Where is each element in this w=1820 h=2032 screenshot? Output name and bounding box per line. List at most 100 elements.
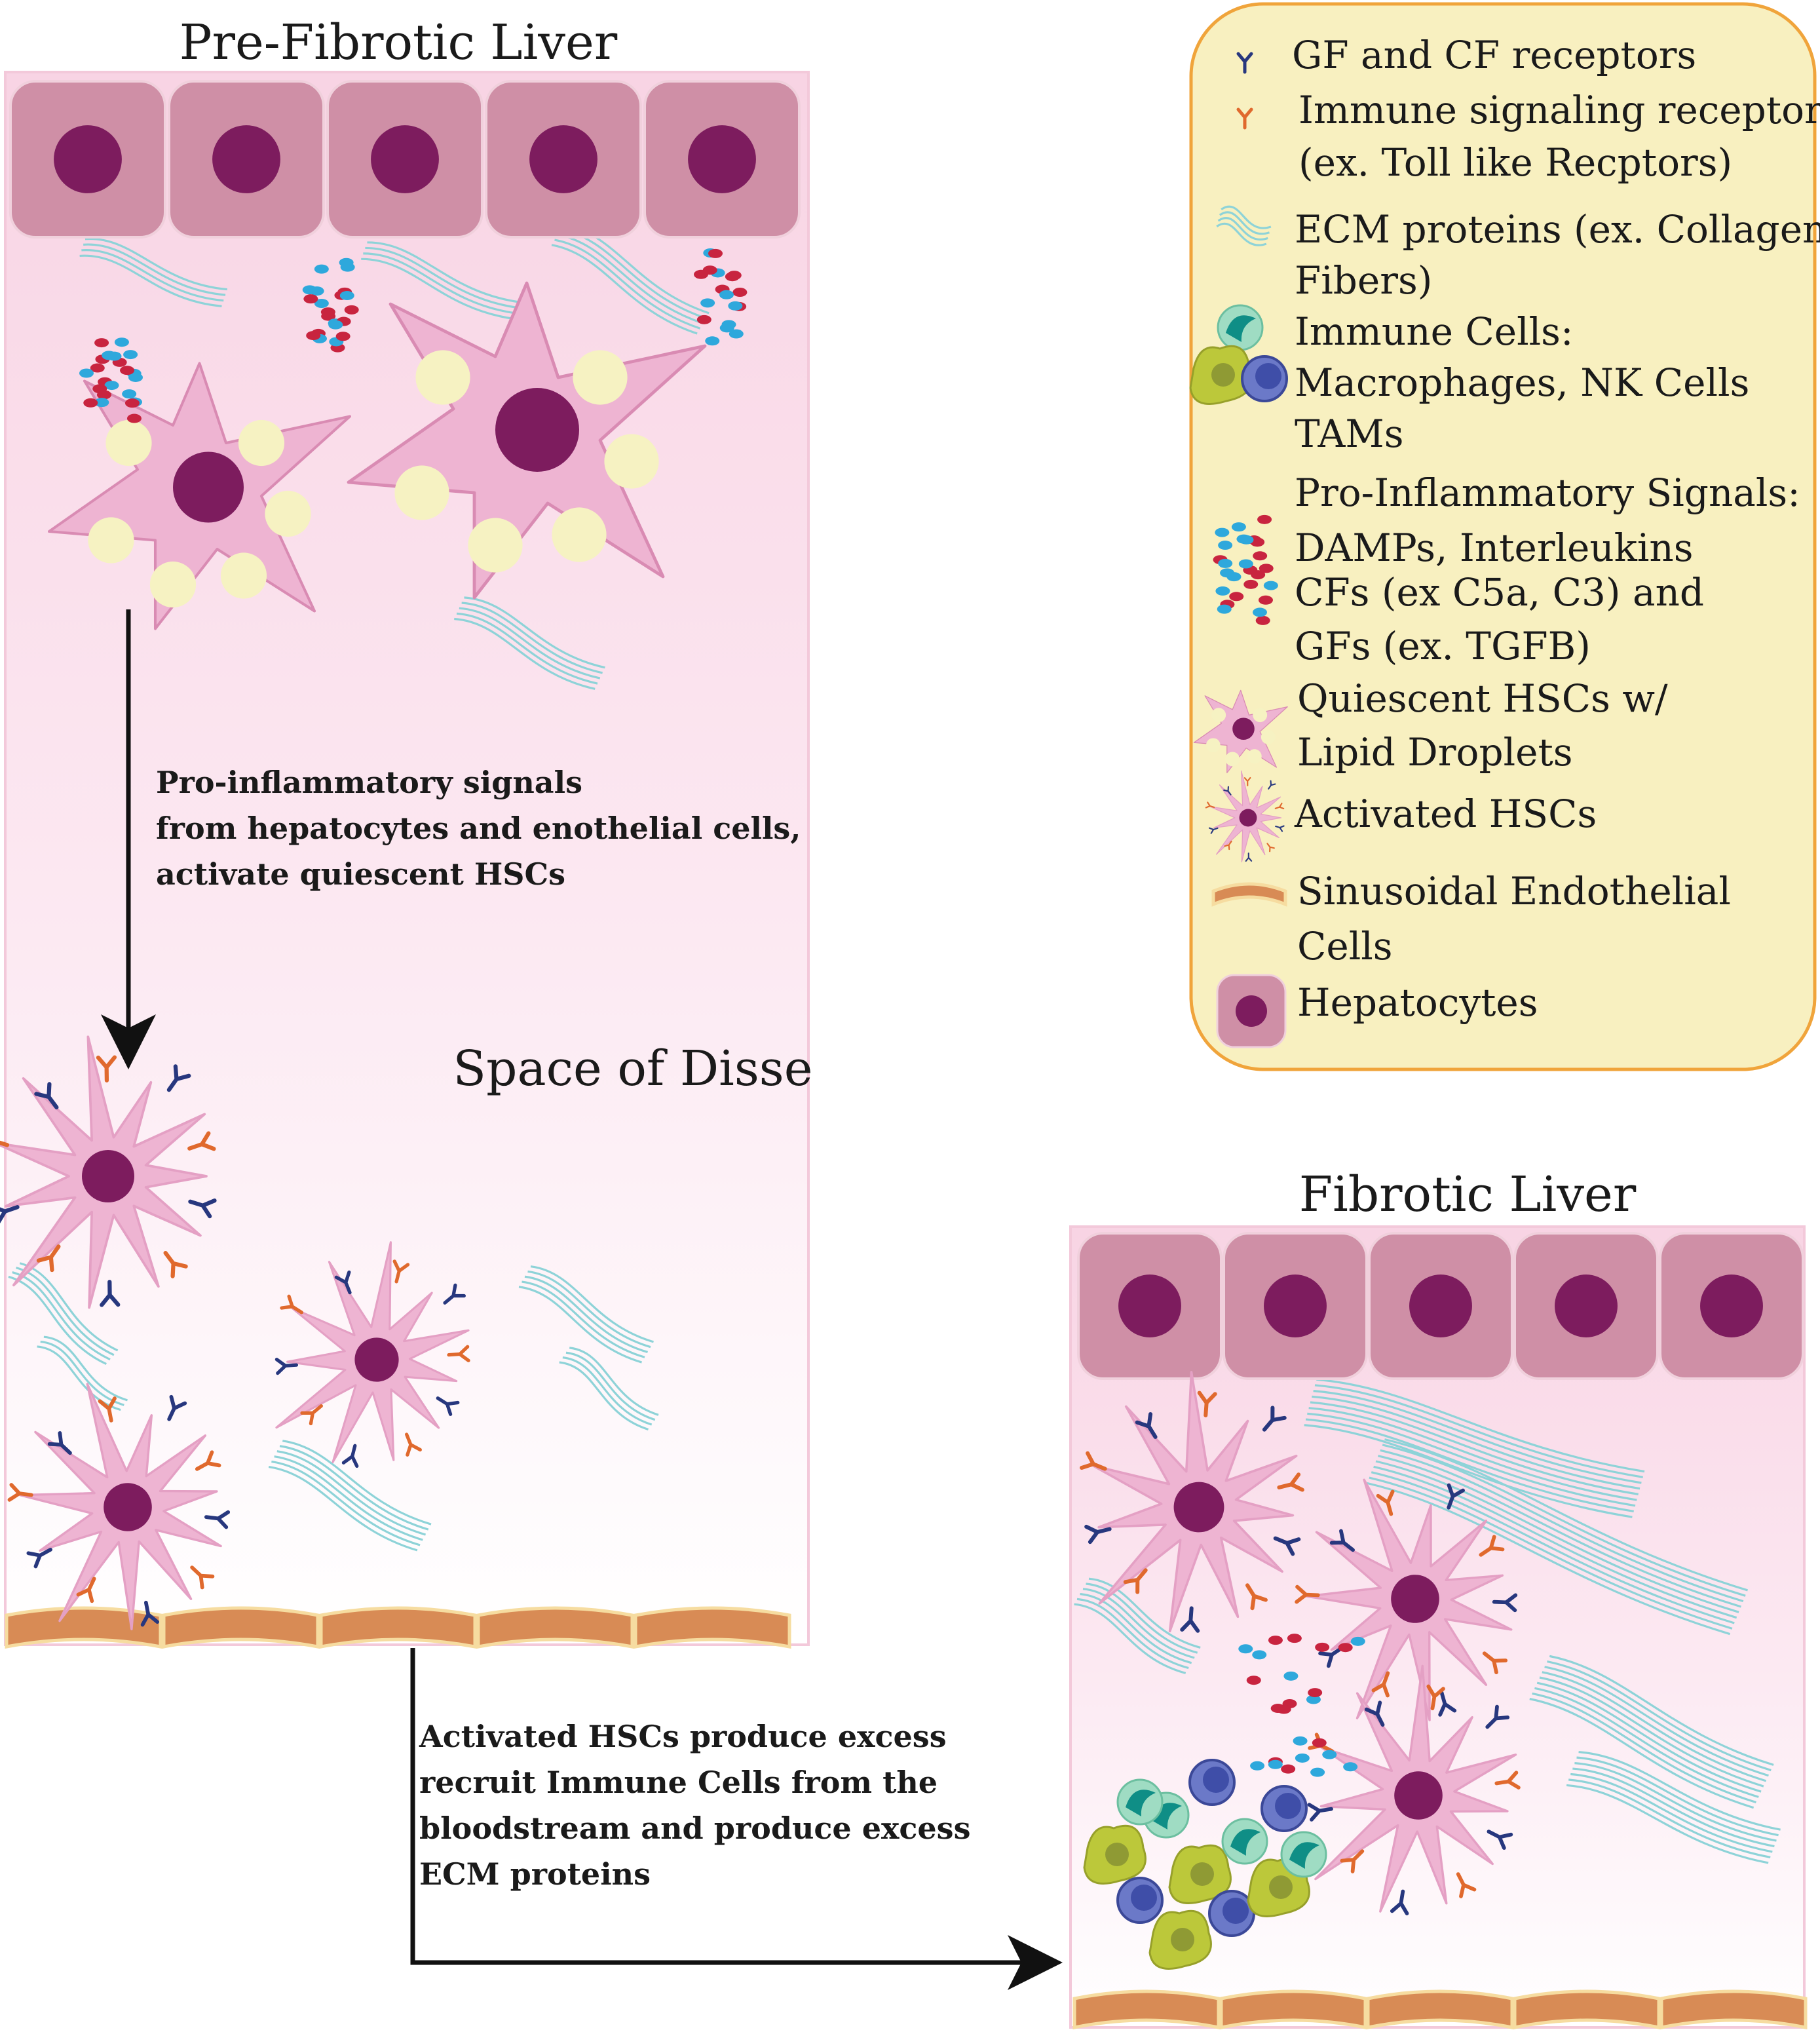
immune-receptor: [1224, 840, 1232, 851]
ecm-fiber: [1082, 1588, 1195, 1659]
activation-annotation: Pro-inflammatory signals from hepatocyte…: [156, 765, 811, 892]
ecm-fiber: [81, 249, 224, 302]
ecm-fiber: [1086, 1582, 1198, 1654]
signal-molecule: [1246, 1676, 1261, 1685]
hsc-nucleus: [1239, 809, 1257, 827]
legend-item-gf-cf-receptors: GF and CF receptors: [1292, 33, 1696, 77]
quiescent-hsc: [47, 362, 352, 630]
receptor-shape: [1364, 1700, 1385, 1727]
receptor-shape: [1236, 107, 1253, 130]
immune-receptor: [187, 1131, 216, 1151]
receptor-shape: [1485, 1704, 1510, 1729]
signal-molecule: [1308, 1688, 1323, 1698]
gf-cf-receptor: [1487, 1830, 1513, 1850]
macrophage-nucleus: [1105, 1843, 1129, 1866]
signal-molecule: [728, 301, 743, 311]
receptor-shape: [436, 1396, 460, 1416]
gf-cf-receptor: [1135, 1412, 1158, 1439]
signal-molecule: [1310, 1767, 1325, 1777]
legend-item-hepatocytes: Hepatocytes: [1297, 980, 1538, 1025]
endothelial-cell: [1219, 1989, 1367, 2030]
immune-receptor: [1277, 1472, 1304, 1492]
ecm-fiber-bundle: [1367, 1438, 1749, 1636]
receptor-shape: [34, 1082, 59, 1110]
endothelial-cell: [1513, 1989, 1661, 2030]
ecm-fiber: [1539, 1676, 1764, 1788]
immune-receptor: [1479, 1535, 1505, 1557]
receptor-shape: [1224, 840, 1232, 851]
gf-cf-receptor: [166, 1064, 191, 1092]
receptor-shape: [167, 1394, 187, 1421]
endothelial-cell: [1659, 1989, 1808, 2030]
ecm-fiber-bundle: [361, 241, 520, 320]
receptor-shape: [1262, 1406, 1287, 1432]
receptor-shape: [1456, 1872, 1477, 1898]
lipid-droplet: [1247, 749, 1262, 764]
signal-molecule: [1315, 1642, 1330, 1652]
activated-hsc: [0, 1035, 217, 1309]
signal-molecule: [1350, 1636, 1365, 1646]
ecm-fiber: [1534, 1687, 1759, 1798]
signal-molecule: [1268, 1636, 1283, 1645]
signal-molecule: [90, 363, 105, 373]
ecm-fiber: [16, 1267, 115, 1356]
ecm-fiber: [1308, 1407, 1637, 1501]
signal-molecule: [719, 290, 734, 299]
gf-cf-receptor: [1390, 1889, 1409, 1915]
ecm-fiber-bundle: [559, 1347, 659, 1430]
ecm-fiber: [1549, 1655, 1774, 1766]
receptor-shape: [1084, 1524, 1112, 1544]
hepatocyte-cell: [1513, 1232, 1659, 1380]
signal-molecule: [1258, 595, 1273, 605]
hsc-nucleus: [82, 1150, 134, 1202]
receptor-shape: [1268, 780, 1276, 790]
immune-receptor: [0, 1128, 10, 1149]
hepatocyte-nucleus: [1700, 1275, 1763, 1337]
endothelial-cell: [1211, 882, 1287, 907]
receptor-shape: [1205, 801, 1215, 809]
ecm-fiber: [83, 243, 226, 296]
receptor-shape: [392, 1259, 410, 1284]
macrophage: [1148, 1909, 1212, 1970]
hepatocyte-nucleus: [212, 125, 280, 193]
immune-receptor: [76, 1577, 96, 1603]
macrophage: [1168, 1844, 1232, 1904]
receptor-shape: [1479, 1535, 1505, 1557]
receptor-shape: [300, 1404, 323, 1426]
ecm-fiber: [454, 617, 596, 690]
immune-receptor: [300, 1404, 323, 1426]
gf-cf-receptor: [1180, 1606, 1200, 1633]
ecm-fiber: [1074, 1603, 1186, 1674]
receptor-shape: [0, 1128, 10, 1149]
signal-molecule: [729, 329, 744, 339]
signal-molecule: [303, 294, 318, 304]
signal-molecule: [1295, 1753, 1310, 1763]
ecm-fiber-bundle: [1529, 1655, 1774, 1809]
gf-cf-receptor: [1208, 827, 1219, 834]
receptor-shape: [204, 1510, 231, 1529]
tam-nucleus: [1289, 1842, 1319, 1869]
receptor-shape: [76, 1577, 96, 1603]
lipid-droplet: [88, 517, 134, 564]
ecm-fiber-bundle: [8, 1262, 119, 1366]
receptor-shape: [1482, 1651, 1508, 1675]
immune-receptor: [1426, 1684, 1445, 1711]
gf-cf-receptor: [443, 1283, 466, 1305]
lipid-droplet: [573, 350, 628, 405]
receptor-shape: [1243, 776, 1251, 786]
nk-nucleus: [1131, 1885, 1157, 1911]
gf-cf-receptor: [1236, 52, 1253, 74]
signal-molecule: [126, 413, 142, 423]
hsc-nucleus: [104, 1483, 152, 1531]
ecm-fiber: [1219, 211, 1270, 235]
immune-receptor: [1205, 801, 1215, 809]
macrophage: [1083, 1824, 1147, 1885]
receptor-shape: [163, 1250, 188, 1278]
ecm-fiber: [282, 1440, 432, 1525]
ecm-fiber: [276, 1450, 427, 1536]
receptor-shape: [188, 1198, 217, 1219]
ecm-fiber: [1375, 1460, 1739, 1613]
signal-molecule: [1257, 514, 1272, 524]
recruitment-line-4: ECM proteins: [419, 1856, 651, 1892]
ecm-fiber: [459, 607, 601, 680]
